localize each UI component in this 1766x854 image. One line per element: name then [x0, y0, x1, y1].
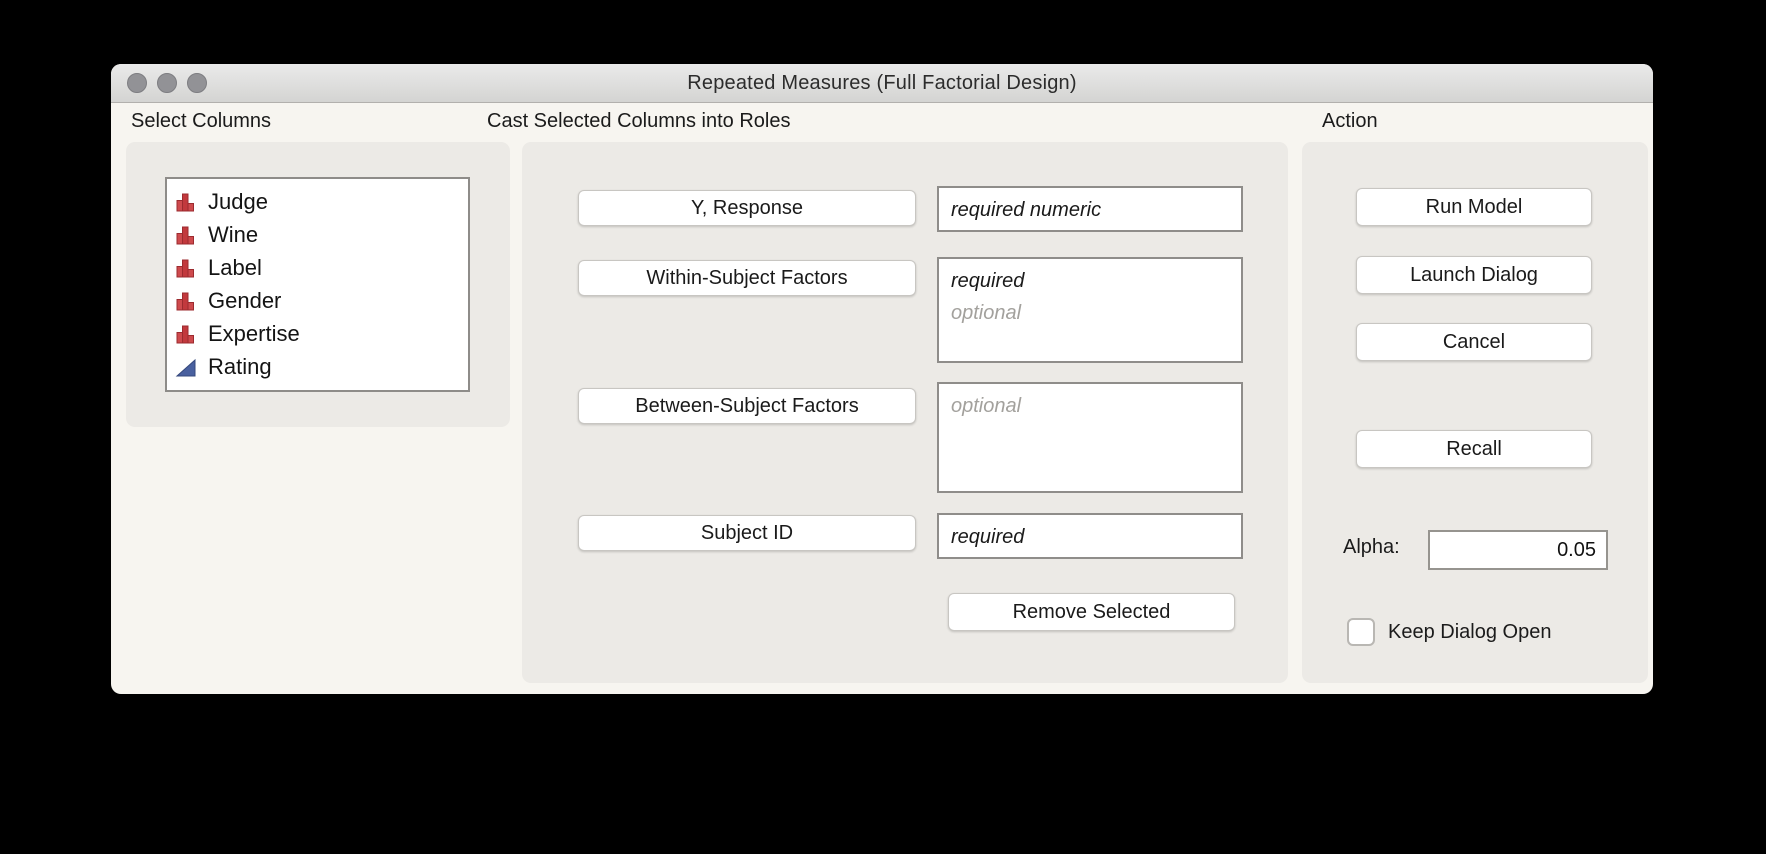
- nominal-histogram-icon: [175, 224, 197, 246]
- list-item-judge[interactable]: Judge: [175, 185, 468, 218]
- y-response-button[interactable]: Y, Response: [578, 190, 916, 226]
- nominal-histogram-icon: [175, 290, 197, 312]
- zoom-window-button[interactable]: [187, 73, 207, 93]
- titlebar: Repeated Measures (Full Factorial Design…: [111, 64, 1653, 103]
- minimize-window-button[interactable]: [157, 73, 177, 93]
- dropzone-placeholder-optional: optional: [951, 395, 1022, 417]
- dropzone-placeholder-optional: optional: [951, 302, 1022, 324]
- column-name: Wine: [208, 221, 259, 247]
- nominal-histogram-icon: [175, 323, 197, 345]
- window-title: Repeated Measures (Full Factorial Design…: [687, 72, 1077, 94]
- cast-roles-label: Cast Selected Columns into Roles: [487, 110, 791, 132]
- dropzone-placeholder: required: [951, 526, 1025, 548]
- within-subject-dropzone[interactable]: required optional: [937, 257, 1243, 363]
- within-subject-factors-button[interactable]: Within-Subject Factors: [578, 260, 916, 296]
- close-window-button[interactable]: [127, 73, 147, 93]
- launch-dialog-button[interactable]: Launch Dialog: [1356, 256, 1592, 294]
- between-subject-dropzone[interactable]: optional: [937, 382, 1243, 493]
- subject-id-button[interactable]: Subject ID: [578, 515, 916, 551]
- dialog-window: Repeated Measures (Full Factorial Design…: [111, 64, 1653, 694]
- remove-selected-button[interactable]: Remove Selected: [948, 593, 1235, 631]
- list-item-expertise[interactable]: Expertise: [175, 317, 468, 350]
- run-model-button[interactable]: Run Model: [1356, 188, 1592, 226]
- between-subject-factors-button[interactable]: Between-Subject Factors: [578, 388, 916, 424]
- cancel-button[interactable]: Cancel: [1356, 323, 1592, 361]
- y-response-dropzone[interactable]: required numeric: [937, 186, 1243, 232]
- alpha-label: Alpha:: [1343, 536, 1400, 558]
- list-item-label[interactable]: Label: [175, 251, 468, 284]
- keep-dialog-open-checkbox[interactable]: [1347, 618, 1375, 646]
- column-name: Label: [208, 254, 262, 280]
- nominal-histogram-icon: [175, 191, 197, 213]
- column-name: Expertise: [208, 320, 300, 346]
- list-item-wine[interactable]: Wine: [175, 218, 468, 251]
- dropzone-placeholder: required: [951, 270, 1025, 292]
- window-controls: [127, 73, 207, 93]
- list-item-rating[interactable]: Rating: [175, 350, 468, 383]
- alpha-input[interactable]: [1428, 530, 1608, 570]
- continuous-triangle-icon: [175, 356, 197, 378]
- keep-dialog-open-label: Keep Dialog Open: [1388, 621, 1552, 643]
- dropzone-placeholder: required numeric: [951, 199, 1102, 221]
- list-item-gender[interactable]: Gender: [175, 284, 468, 317]
- column-name: Gender: [208, 287, 282, 313]
- action-panel: Run Model Launch Dialog Cancel Recall Al…: [1302, 142, 1648, 683]
- columns-listbox[interactable]: Judge Wine Label: [165, 177, 470, 392]
- column-name: Judge: [208, 188, 268, 214]
- select-columns-label: Select Columns: [131, 110, 272, 132]
- column-name: Rating: [208, 353, 272, 379]
- recall-button[interactable]: Recall: [1356, 430, 1592, 468]
- action-label: Action: [1322, 110, 1378, 132]
- subject-id-dropzone[interactable]: required: [937, 513, 1243, 559]
- select-columns-panel: Judge Wine Label: [126, 142, 510, 427]
- roles-panel: Y, Response required numeric Within-Subj…: [522, 142, 1288, 683]
- nominal-histogram-icon: [175, 257, 197, 279]
